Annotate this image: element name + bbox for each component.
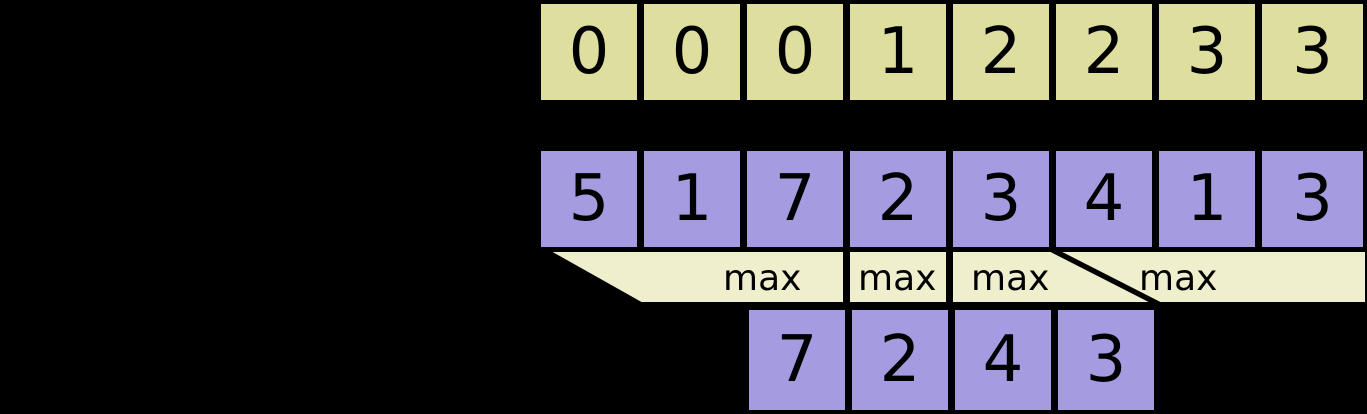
output-cell-2: 4 [951,306,1055,414]
index-cell-5-value: 2 [1083,15,1125,89]
index-cell-2-value: 0 [774,15,816,89]
output-cell-1: 2 [848,306,952,414]
output-cell-0: 7 [745,306,849,414]
output-cell-0-value: 7 [776,323,818,397]
index-cell-4-value: 2 [980,15,1022,89]
input-cell-6-value: 1 [1186,162,1228,236]
input-cell-5: 4 [1052,147,1156,251]
input-cell-4: 3 [949,147,1053,251]
input-cell-3-value: 2 [877,162,919,236]
index-cell-3: 1 [846,0,950,104]
index-cell-0: 0 [537,0,641,104]
input-cell-7-value: 3 [1292,162,1333,236]
input-cell-6: 1 [1155,147,1259,251]
input-cell-2: 7 [743,147,847,251]
funnel-label-0: max [723,258,802,299]
funnel-label-1: max [858,258,937,299]
output-cell-3-value: 3 [1085,323,1127,397]
output-cell-1-value: 2 [879,323,921,397]
input-cell-0: 5 [537,147,641,251]
index-cell-7-value: 3 [1292,15,1333,89]
input-cell-0-value: 5 [568,162,610,236]
input-cell-3: 2 [846,147,950,251]
funnel-label-2: max [971,258,1050,299]
index-cell-3-value: 1 [877,15,919,89]
output-cell-3: 3 [1054,306,1158,414]
index-cell-6: 3 [1155,0,1259,104]
index-cell-1: 0 [640,0,744,104]
input-cell-5-value: 4 [1083,162,1125,236]
input-cell-4-value: 3 [980,162,1022,236]
index-cell-4: 2 [949,0,1053,104]
index-cell-2: 0 [743,0,847,104]
index-cell-6-value: 3 [1186,15,1228,89]
funnel-label-3: max [1139,258,1218,299]
index-cell-1-value: 0 [671,15,713,89]
index-cell-0-value: 0 [568,15,610,89]
output-cell-2-value: 4 [982,323,1024,397]
input-cell-1: 1 [640,147,744,251]
index-cell-5: 2 [1052,0,1156,104]
input-cell-2-value: 7 [774,162,816,236]
index-cell-7: 3 [1258,0,1367,104]
input-cell-7: 3 [1258,147,1367,251]
input-cell-1-value: 1 [671,162,713,236]
